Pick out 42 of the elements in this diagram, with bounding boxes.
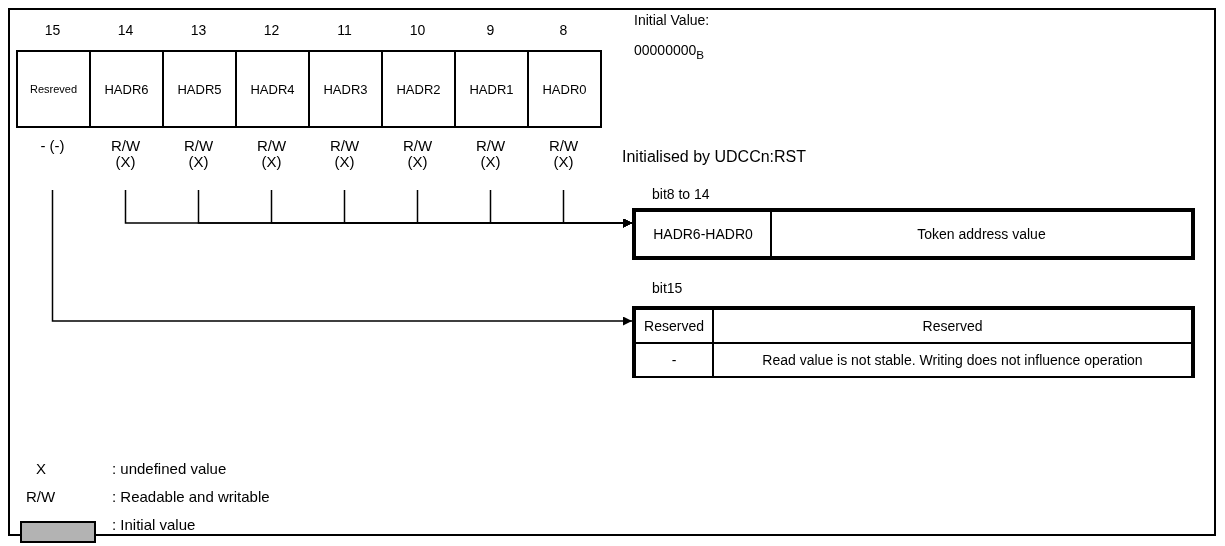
- label: Initial Value:: [634, 12, 710, 28]
- table-heading: bit15: [652, 280, 683, 296]
- access-label: R/W (X): [255, 138, 288, 170]
- register-field: HADR6: [89, 50, 164, 128]
- table-cell: Token address value: [771, 211, 1192, 257]
- legend-key: X: [36, 460, 46, 477]
- bit-number: 13: [189, 22, 208, 38]
- legend-text: : Readable and writable: [112, 488, 270, 505]
- bit-number: 14: [116, 22, 135, 38]
- bit-number: 9: [485, 22, 496, 38]
- legend-text: : Initial value: [112, 516, 196, 533]
- access-label: R/W (X): [182, 138, 215, 170]
- note: Initialised by UDCCn:RST: [622, 148, 807, 166]
- register-field: HADR0: [527, 50, 602, 128]
- register-field: HADR4: [235, 50, 310, 128]
- bit-number: 10: [408, 22, 427, 38]
- bit-number: 12: [262, 22, 281, 38]
- legend-text: : undefined value: [112, 460, 227, 477]
- register-field: HADR1: [454, 50, 529, 128]
- table-heading: bit8 to 14: [652, 186, 710, 202]
- arrow: [562, 189, 633, 228]
- register-field: HADR2: [381, 50, 456, 128]
- access-label: R/W (X): [328, 138, 361, 170]
- table-cell: Read value is not stable. Writing does not influence operation: [713, 343, 1192, 377]
- bit-number: 8: [558, 22, 569, 38]
- legend-key: R/W: [26, 488, 56, 505]
- register-field: Resreved: [16, 50, 91, 128]
- table-cell: HADR6-HADR0: [635, 211, 771, 257]
- arrow: [51, 189, 633, 326]
- access-label: R/W (X): [474, 138, 507, 170]
- table-cell: -: [635, 343, 713, 377]
- access-label: R/W (X): [109, 138, 142, 170]
- table-cell: Reserved: [635, 309, 713, 343]
- access-label: R/W (X): [401, 138, 434, 170]
- bit-number: 11: [336, 22, 353, 38]
- table-cell: Reserved: [713, 309, 1192, 343]
- initial-value: 00000000$_{B}$: [634, 42, 705, 61]
- access-label: R/W (X): [547, 138, 580, 170]
- register-field: HADR5: [162, 50, 237, 128]
- register-field: HADR3: [308, 50, 383, 128]
- access-label: - (-): [39, 138, 66, 154]
- bit-number: 15: [43, 22, 62, 38]
